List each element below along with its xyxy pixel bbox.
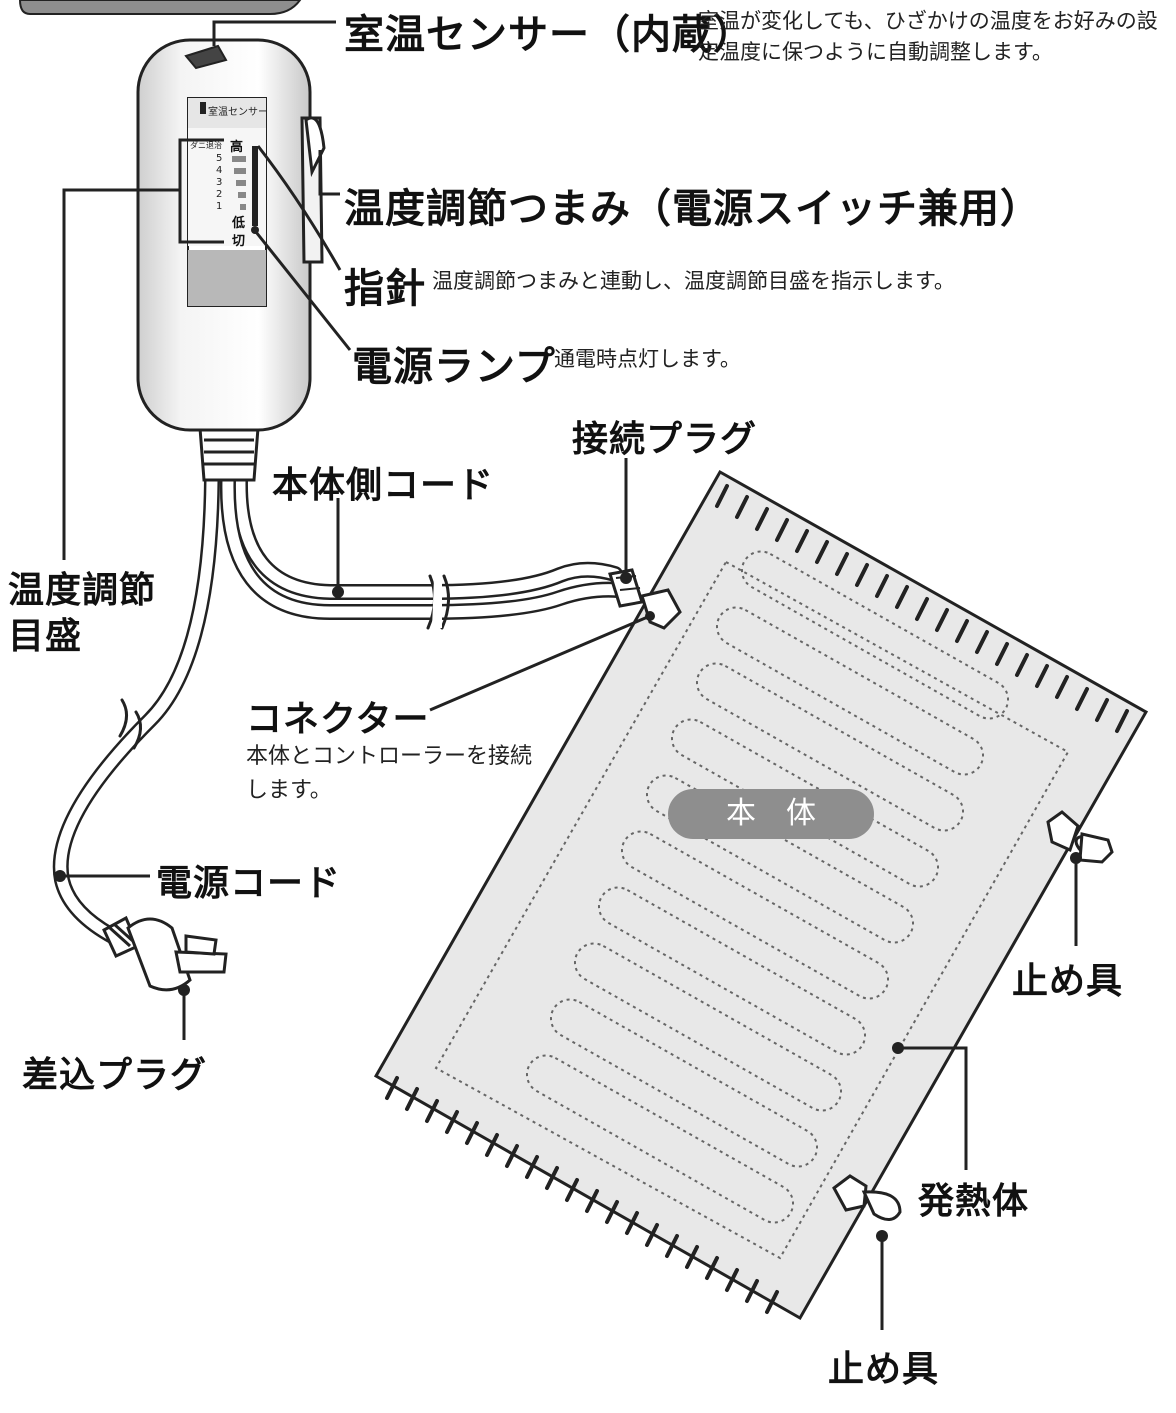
- controller-level-4: 4: [216, 165, 223, 176]
- stopper-right-shape: [1046, 810, 1114, 864]
- leader-dots: [54, 572, 1082, 1242]
- connector-description: 本体とコントローラーを接続します。: [246, 744, 533, 803]
- pointer-label: 指針: [344, 266, 426, 312]
- controller-low-text: 低: [232, 216, 246, 231]
- controller-level-3: 3: [216, 177, 223, 188]
- outlet-plug-label: 差込プラグ: [22, 1055, 208, 1096]
- scale-bars: [232, 156, 246, 210]
- room-sensor-description: 室温が変化しても、ひざかけの温度をお好みの設定温度に保つように自動調整します。: [698, 9, 1158, 64]
- leader-lines: [60, 20, 1078, 1330]
- heater-outline: [434, 560, 1070, 1260]
- strain-relief: [198, 426, 260, 482]
- controller-level-2: 2: [216, 189, 223, 200]
- pointer-description: 温度調節つまみと連動し、温度調節目盛を指示します。: [432, 269, 955, 293]
- outlet-plug-shape: [102, 915, 228, 992]
- stopper-right-label: 止め具: [1012, 961, 1124, 1002]
- blanket-body: [373, 469, 1149, 1321]
- power-cord: [52, 472, 220, 948]
- body-side-cord: [219, 472, 626, 630]
- fringe-top: [715, 484, 1129, 733]
- header-tab-shape: [18, 0, 302, 15]
- body-badge: 本体: [668, 789, 874, 839]
- power-lamp-label: 電源ランプ: [352, 344, 556, 390]
- controller-shape: [136, 38, 326, 432]
- stopper-bottom-label: 止め具: [828, 1349, 940, 1390]
- power-cord-label: 電源コード: [156, 863, 342, 904]
- power-lamp-description: 通電時点灯します。: [554, 347, 741, 371]
- temperature-scale-label: 温度調節目盛: [8, 570, 157, 657]
- controller-high-text: 高: [230, 140, 244, 155]
- stopper-bottom-shape: [832, 1174, 902, 1221]
- fringe-bottom: [385, 1076, 779, 1314]
- connection-plug-label: 接続プラグ: [572, 419, 758, 460]
- heater-label: 発熱体: [918, 1181, 1030, 1222]
- body-side-cord-label: 本体側コード: [272, 465, 495, 506]
- controller-sensor-text: 室温センサー: [208, 107, 268, 118]
- temperature-knob-label: 温度調節つまみ（電源スイッチ兼用）: [344, 186, 1041, 232]
- controller-mite-text: ダニ退治: [190, 141, 222, 150]
- controller-off-text: 切: [232, 234, 246, 249]
- room-sensor-label: 室温センサー（内蔵）: [344, 12, 754, 58]
- controller-level-5: 5: [216, 153, 223, 164]
- connector-label: コネクター: [246, 699, 430, 740]
- controller-level-1: 1: [216, 201, 223, 212]
